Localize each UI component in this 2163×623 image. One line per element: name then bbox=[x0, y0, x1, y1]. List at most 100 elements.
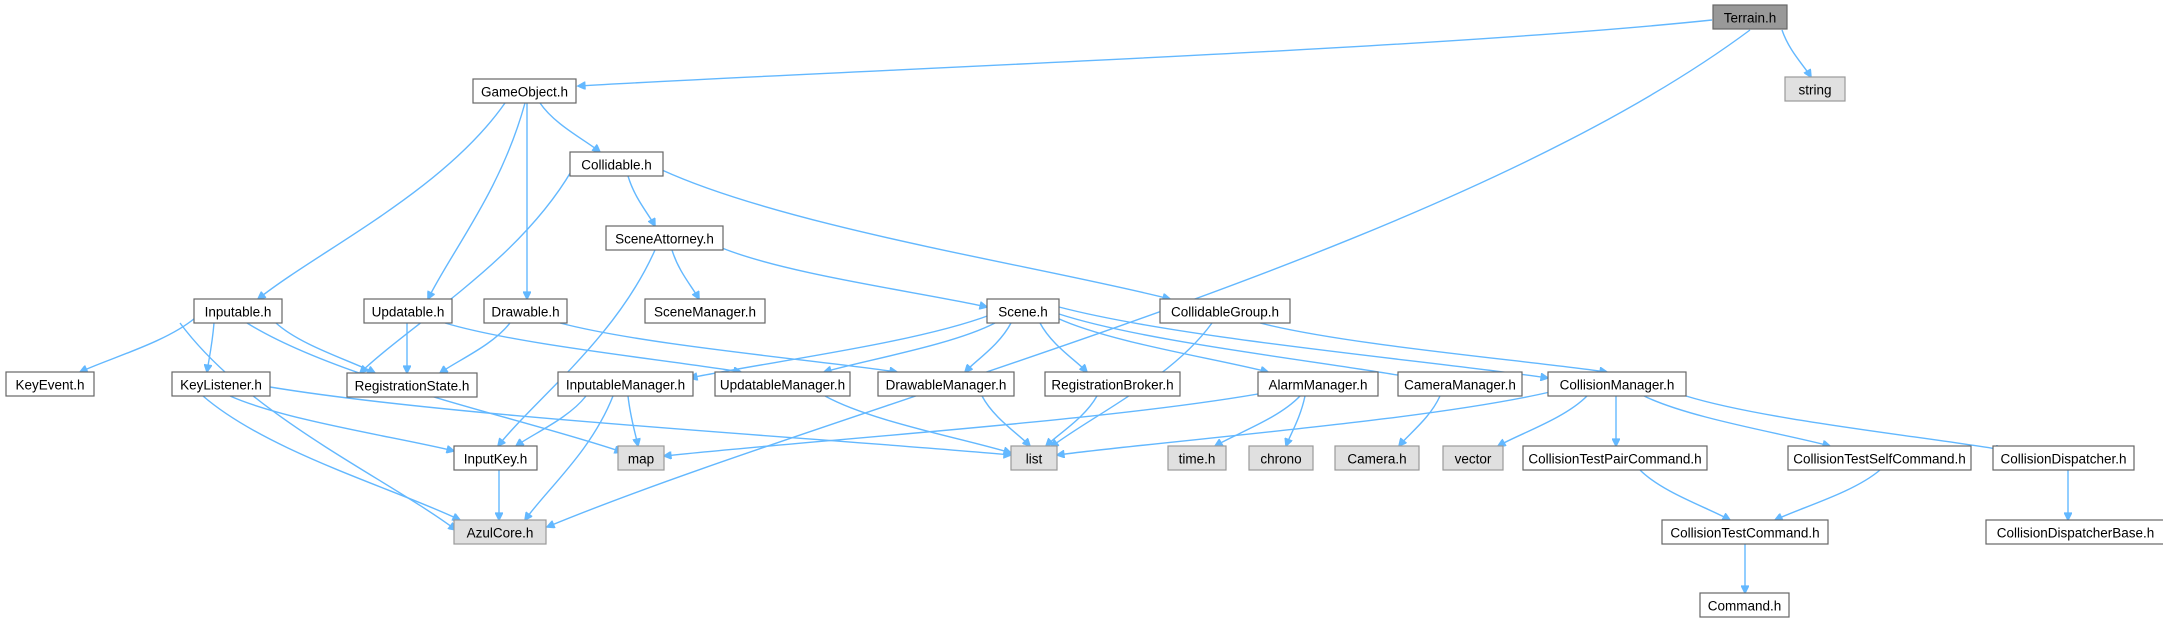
edge-collisionmanager-to-selfc bbox=[1643, 395, 1830, 446]
edge-drawable-to-drawablemanager bbox=[559, 322, 897, 372]
node-updatable[interactable]: Updatable.h bbox=[363, 298, 453, 324]
node-scenemanager[interactable]: SceneManager.h bbox=[644, 298, 766, 324]
node-cdbase[interactable]: CollisionDispatcherBase.h bbox=[1985, 519, 2163, 545]
node-box-inputable bbox=[193, 298, 283, 324]
node-label-cdispatcher: CollisionDispatcher.h bbox=[2000, 452, 2126, 467]
node-keyevent[interactable]: KeyEvent.h bbox=[5, 371, 95, 397]
node-box-list bbox=[1010, 445, 1058, 471]
edge-scene-to-alarmmanager bbox=[1056, 317, 1268, 372]
node-label-updatable: Updatable.h bbox=[372, 305, 445, 320]
edge-registrationbroker-to-list bbox=[1046, 395, 1098, 446]
node-timeh: time.h bbox=[1167, 445, 1227, 471]
edge-gameobject-to-inputable bbox=[258, 102, 506, 299]
node-updatablemanager[interactable]: UpdatableManager.h bbox=[714, 371, 851, 397]
node-alarmmanager[interactable]: AlarmManager.h bbox=[1257, 371, 1379, 397]
node-terrain[interactable]: Terrain.h bbox=[1712, 4, 1788, 30]
node-box-alarmmanager bbox=[1257, 371, 1379, 397]
edge-inputable-to-keyevent bbox=[80, 317, 196, 372]
edge-collidable-to-registrationstate bbox=[360, 169, 573, 373]
node-box-collidablegroup bbox=[1159, 298, 1291, 324]
node-collisionmanager[interactable]: CollisionManager.h bbox=[1547, 371, 1687, 397]
node-label-keyevent: KeyEvent.h bbox=[15, 378, 84, 393]
edge-inputablemanager-to-map bbox=[627, 395, 638, 446]
node-box-inputkey bbox=[453, 445, 538, 471]
node-box-updatablemanager bbox=[714, 371, 851, 397]
node-vector: vector bbox=[1442, 445, 1504, 471]
edge-scene-to-inputablemanager bbox=[690, 314, 991, 378]
node-box-terrain bbox=[1712, 4, 1788, 30]
edge-keylistener-to-list bbox=[269, 386, 1011, 455]
node-map: map bbox=[617, 445, 665, 471]
edge-inputablemanager-to-azulcore bbox=[525, 395, 614, 520]
node-box-pairc bbox=[1522, 445, 1708, 471]
node-box-ctc bbox=[1661, 519, 1829, 545]
node-label-map: map bbox=[628, 452, 654, 467]
node-registrationstate[interactable]: RegistrationState.h bbox=[346, 372, 478, 398]
node-collidable[interactable]: Collidable.h bbox=[569, 151, 664, 177]
node-label-chrono: chrono bbox=[1260, 452, 1301, 467]
node-inputable[interactable]: Inputable.h bbox=[193, 298, 283, 324]
node-label-camerah: Camera.h bbox=[1347, 452, 1406, 467]
node-keylistener[interactable]: KeyListener.h bbox=[171, 371, 271, 397]
node-collidablegroup[interactable]: CollidableGroup.h bbox=[1159, 298, 1291, 324]
node-box-cdbase bbox=[1985, 519, 2163, 545]
edge-terrain-to-gameobject bbox=[578, 19, 1713, 86]
edge-selfc-to-ctc bbox=[1775, 469, 1881, 520]
node-box-collisionmanager bbox=[1547, 371, 1687, 397]
node-ctc[interactable]: CollisionTestCommand.h bbox=[1661, 519, 1829, 545]
edge-gameobject-to-collidable bbox=[539, 102, 600, 152]
edge-alarmmanager-to-chrono bbox=[1286, 395, 1306, 446]
node-box-registrationbroker bbox=[1044, 371, 1181, 397]
node-pairc[interactable]: CollisionTestPairCommand.h bbox=[1522, 445, 1708, 471]
node-label-list: list bbox=[1026, 452, 1043, 467]
node-drawablemanager[interactable]: DrawableManager.h bbox=[877, 371, 1015, 397]
edge-inputable-to-azulcore bbox=[179, 322, 456, 530]
node-inputablemanager[interactable]: InputableManager.h bbox=[557, 371, 694, 397]
node-label-collisionmanager: CollisionManager.h bbox=[1560, 378, 1675, 393]
edge-updatable-to-updatablemanager bbox=[444, 322, 741, 372]
node-label-drawable: Drawable.h bbox=[491, 305, 559, 320]
node-box-collidable bbox=[569, 151, 664, 177]
node-label-updatablemanager: UpdatableManager.h bbox=[720, 378, 845, 393]
node-label-selfc: CollisionTestSelfCommand.h bbox=[1793, 452, 1966, 467]
node-label-inputable: Inputable.h bbox=[205, 305, 272, 320]
node-label-alarmmanager: AlarmManager.h bbox=[1268, 378, 1367, 393]
node-box-registrationstate bbox=[346, 372, 478, 398]
node-box-timeh bbox=[1167, 445, 1227, 471]
edge-pairc-to-ctc bbox=[1639, 469, 1730, 520]
edge-drawablemanager-to-list bbox=[981, 395, 1030, 446]
edge-inputable-to-keylistener bbox=[207, 322, 215, 372]
node-box-scenemanager bbox=[644, 298, 766, 324]
node-label-keylistener: KeyListener.h bbox=[180, 378, 262, 393]
node-box-vector bbox=[1442, 445, 1504, 471]
node-camerah: Camera.h bbox=[1334, 445, 1420, 471]
node-inputkey[interactable]: InputKey.h bbox=[453, 445, 538, 471]
node-drawable[interactable]: Drawable.h bbox=[483, 298, 568, 324]
edge-keylistener-to-inputkey bbox=[229, 395, 454, 451]
node-cdispatcher[interactable]: CollisionDispatcher.h bbox=[1992, 445, 2135, 471]
node-label-pairc: CollisionTestPairCommand.h bbox=[1528, 452, 1701, 467]
edge-sceneattorney-to-scenemanager bbox=[671, 249, 699, 299]
edge-collidablegroup-to-collisionmanager bbox=[1259, 322, 1607, 372]
node-box-keyevent bbox=[5, 371, 95, 397]
edge-scene-to-cameramanager bbox=[1058, 313, 1409, 377]
node-label-registrationbroker: RegistrationBroker.h bbox=[1051, 378, 1173, 393]
node-list: list bbox=[1010, 445, 1058, 471]
node-selfc[interactable]: CollisionTestSelfCommand.h bbox=[1787, 445, 1972, 471]
node-command[interactable]: Command.h bbox=[1699, 592, 1790, 618]
node-string: string bbox=[1784, 76, 1846, 102]
node-label-sceneattorney: SceneAttorney.h bbox=[615, 232, 714, 247]
edge-keylistener-to-azulcore bbox=[202, 395, 460, 520]
node-cameramanager[interactable]: CameraManager.h bbox=[1397, 371, 1523, 397]
node-sceneattorney[interactable]: SceneAttorney.h bbox=[605, 225, 724, 251]
node-label-timeh: time.h bbox=[1179, 452, 1216, 467]
node-box-azulcore bbox=[453, 519, 547, 545]
node-label-inputkey: InputKey.h bbox=[464, 452, 528, 467]
node-box-drawablemanager bbox=[877, 371, 1015, 397]
node-registrationbroker[interactable]: RegistrationBroker.h bbox=[1044, 371, 1181, 397]
edge-scene-to-registrationbroker bbox=[1039, 322, 1087, 372]
node-scene[interactable]: Scene.h bbox=[986, 298, 1060, 324]
node-gameobject[interactable]: GameObject.h bbox=[472, 78, 577, 104]
node-box-chrono bbox=[1248, 445, 1314, 471]
node-label-terrain: Terrain.h bbox=[1724, 11, 1777, 26]
